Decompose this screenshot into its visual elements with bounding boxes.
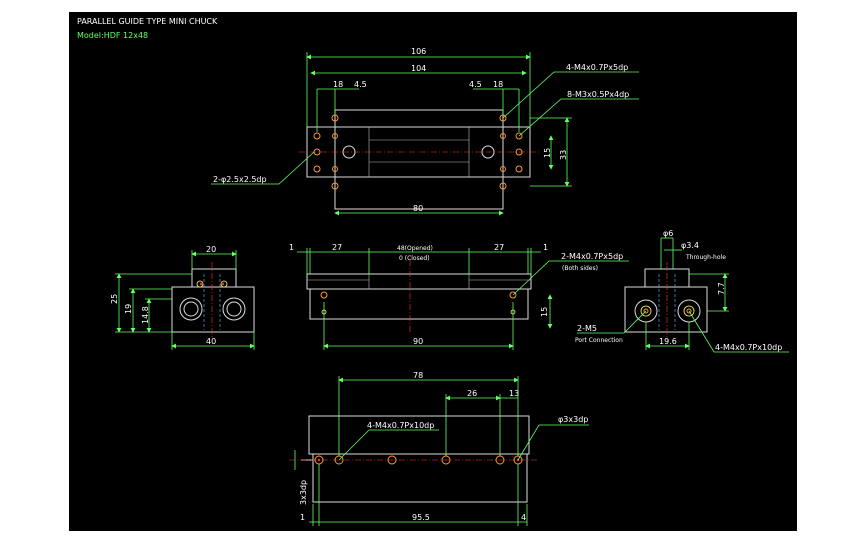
callout-m4-front: 2-M4x0.7Px5dp xyxy=(561,252,623,261)
callout-both-sides: (Both sides) xyxy=(562,265,598,272)
dim-33: 33 xyxy=(559,150,568,160)
dim-27-left: 27 xyxy=(332,243,342,252)
top-view-outline xyxy=(334,109,504,210)
callout-m4-right: 4-M4x0.7Px10dp xyxy=(715,343,782,352)
dim-13: 13 xyxy=(509,389,519,398)
dim-1-right: 1 xyxy=(543,243,548,252)
dim-95-5: 95.5 xyxy=(412,513,430,522)
dim-14-8: 14.8 xyxy=(141,306,150,324)
dim-26: 26 xyxy=(467,389,477,398)
drawing-canvas: PARALLEL GUIDE TYPE MINI CHUCK Model:HDF… xyxy=(69,12,797,531)
dim-40: 40 xyxy=(206,337,216,346)
dim-phi6: φ6 xyxy=(663,229,673,238)
top-view xyxy=(299,109,539,210)
dim-15: 15 xyxy=(543,148,552,158)
front-body xyxy=(309,288,529,320)
jaw-left xyxy=(306,273,532,290)
top-view-dimensions: 106 104 18 4.5 4.5 18 15 33 80 4-M4x0.7P… xyxy=(211,47,639,216)
dim-4-5-right: 4.5 xyxy=(469,80,482,89)
callout-hole-bottom: φ3x3dp xyxy=(558,415,588,424)
drawing-title: PARALLEL GUIDE TYPE MINI CHUCK xyxy=(77,17,218,26)
dim-1-bottom: 1 xyxy=(300,513,305,522)
callout-m3-top: 8-M3x0.5Px4dp xyxy=(567,90,629,99)
right-side-view-dimensions: φ6 φ3.4 Through-hole 7.7 2-M5 Port Conne… xyxy=(575,229,789,353)
dim-18-right: 18 xyxy=(493,80,503,89)
dim-25: 25 xyxy=(110,294,119,304)
dim-phi3-4: φ3.4 xyxy=(681,241,699,250)
front-view-dimensions: 1 27 48(Opened) 0 (Closed) 27 1 15 90 2-… xyxy=(289,243,629,350)
front-view xyxy=(306,260,532,332)
dim-15-front: 15 xyxy=(540,307,549,317)
left-side-view xyxy=(171,262,255,340)
left-side-view-dimensions: 20 25 19 14.8 40 xyxy=(110,245,255,350)
dim-3x3dp: 3x3dp xyxy=(299,480,308,505)
callout-m5: 2-M5 xyxy=(577,324,597,333)
stroke-open: 48(Opened) xyxy=(397,245,433,252)
technical-drawing: PARALLEL GUIDE TYPE MINI CHUCK Model:HDF… xyxy=(77,17,789,526)
dim-106: 106 xyxy=(411,47,426,56)
dim-4-bottom: 4 xyxy=(521,513,526,522)
through-hole-label: Through-hole xyxy=(685,254,726,261)
callout-m4-top: 4-M4x0.7Px5dp xyxy=(566,63,628,72)
dim-4-5-left: 4.5 xyxy=(354,80,367,89)
port-connection-label: Port Connection xyxy=(575,337,623,344)
bottom-view-dimensions: 78 26 13 4-M4x0.7Px10dp φ3x3dp 3x3dp 1 9… xyxy=(294,371,589,526)
dim-80: 80 xyxy=(413,204,423,213)
callout-m4-bottom: 4-M4x0.7Px10dp xyxy=(367,421,434,430)
dim-20: 20 xyxy=(206,245,216,254)
dim-18-left: 18 xyxy=(333,80,343,89)
dim-19-6: 19.6 xyxy=(659,337,677,346)
dim-19: 19 xyxy=(124,304,133,314)
dim-104: 104 xyxy=(411,64,426,73)
callout-hole-top: 2-φ2.5x2.5dp xyxy=(213,175,267,184)
dim-90: 90 xyxy=(413,337,423,346)
dim-78: 78 xyxy=(413,371,423,380)
bottom-view xyxy=(289,415,539,503)
dim-1-left: 1 xyxy=(289,243,294,252)
dim-27-right: 27 xyxy=(494,243,504,252)
stroke-closed: 0 (Closed) xyxy=(399,255,430,262)
dim-7-7: 7.7 xyxy=(717,282,726,295)
model-label: Model:HDF 12x48 xyxy=(77,31,148,40)
